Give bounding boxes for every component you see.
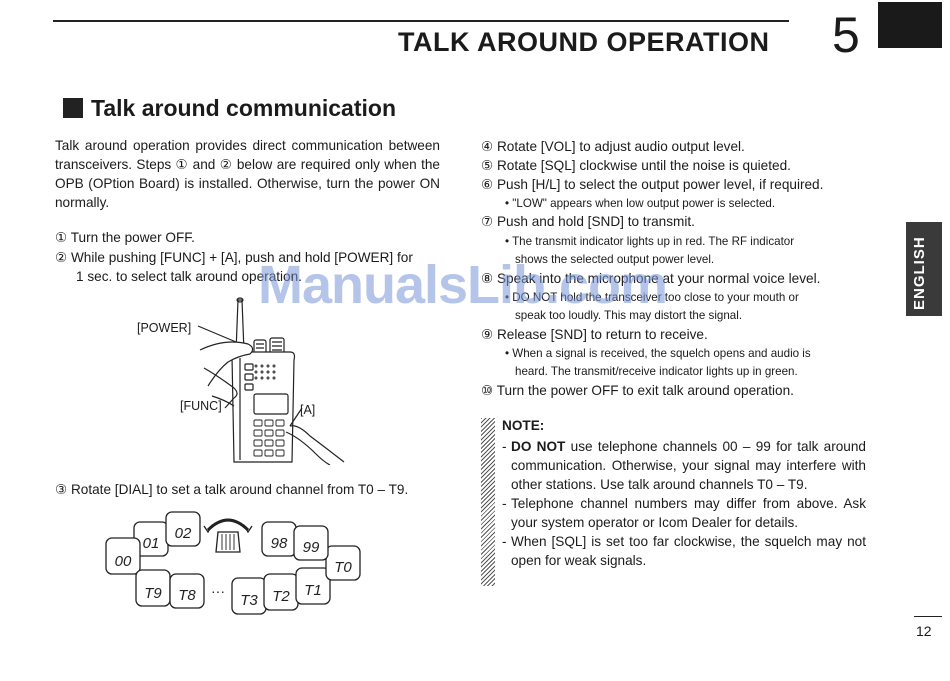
step-text: Release [SND] to return to receive. — [496, 327, 708, 342]
step-text: Push [H/L] to select the output power le… — [496, 177, 824, 192]
channel-box: 00 — [105, 537, 141, 575]
step-text: While pushing [FUNC] + [A], push and hol… — [70, 250, 413, 265]
step-2: ② While pushing [FUNC] + [A], push and h… — [55, 250, 413, 266]
channel-box: T9 — [135, 569, 171, 607]
channel-diagram: 01 02 00 T9 T8 T3 T2 T1 T0 98 99 ··· — [105, 511, 361, 615]
a-label: [A] — [300, 403, 316, 417]
channel-text: T9 — [144, 585, 162, 602]
note-item: - When [SQL] is set too far clockwise, t… — [502, 534, 866, 568]
step-1: ① Turn the power OFF. — [55, 230, 195, 246]
step-number: ③ — [55, 482, 68, 497]
note-item: - Telephone channel numbers may differ f… — [502, 496, 866, 530]
note-hatch-bar — [481, 418, 495, 586]
note-title: NOTE: — [502, 418, 545, 433]
channel-box: 98 — [261, 521, 297, 557]
section-title: Talk around communication — [63, 95, 396, 122]
step-number: ① — [55, 230, 68, 245]
step-number: ⑩ — [481, 383, 494, 398]
step-8-note: • DO NOT hold the transceiver too close … — [505, 291, 799, 304]
step-9: ⑨ Release [SND] to return to receive. — [481, 327, 708, 343]
chapter-tab — [878, 2, 942, 48]
channel-box: T8 — [169, 573, 205, 609]
step-text: Rotate [SQL] clockwise until the noise i… — [496, 158, 791, 173]
channel-ellipsis: ··· — [211, 583, 225, 599]
channel-box: 99 — [293, 525, 329, 561]
step-number: ⑥ — [481, 177, 494, 192]
step-text: Push and hold [SND] to transmit. — [496, 214, 695, 229]
step-7-note: • The transmit indicator lights up in re… — [505, 235, 795, 248]
note-text: use telephone channels 00 – 99 for talk … — [511, 439, 866, 492]
note-item: - DO NOT use telephone channels 00 – 99 … — [502, 439, 866, 492]
language-tab-label: ENGLISH — [911, 236, 928, 310]
step-8: ⑧ Speak into the microphone at your norm… — [481, 271, 820, 287]
language-tab: ENGLISH — [906, 222, 942, 316]
channel-text: T1 — [304, 582, 322, 599]
step-text: Rotate [VOL] to adjust audio output leve… — [496, 139, 745, 154]
step-7: ⑦ Push and hold [SND] to transmit. — [481, 214, 695, 230]
step-number: ⑦ — [481, 214, 494, 229]
page-number: 12 — [916, 623, 932, 639]
footer-rule — [914, 616, 942, 617]
step-6: ⑥ Push [H/L] to select the output power … — [481, 177, 823, 193]
channel-text: T2 — [272, 588, 290, 605]
channel-box: T2 — [263, 573, 299, 611]
note-text: Telephone channel numbers may differ fro… — [511, 496, 866, 530]
transceiver-illustration — [197, 297, 345, 465]
chapter-number: 5 — [832, 7, 860, 63]
step-2-continuation: 1 sec. to select talk around operation. — [76, 269, 302, 284]
step-number: ④ — [481, 139, 494, 154]
note-text: When [SQL] is set too far clockwise, the… — [511, 534, 866, 568]
channel-text: T3 — [240, 592, 258, 609]
step-number: ② — [55, 250, 68, 265]
channel-text: 02 — [175, 525, 192, 542]
step-9-note-cont: heard. The transmit/receive indicator li… — [515, 365, 798, 378]
step-9-note: • When a signal is received, the squelch… — [505, 347, 811, 360]
note-emphasis: DO NOT — [511, 439, 566, 454]
header-rule — [53, 20, 789, 22]
section-square-icon — [63, 98, 83, 118]
channel-text: 98 — [271, 535, 288, 552]
step-5: ⑤ Rotate [SQL] clockwise until the noise… — [481, 158, 791, 174]
step-4: ④ Rotate [VOL] to adjust audio output le… — [481, 139, 745, 155]
channel-text: T0 — [334, 559, 352, 576]
step-text: Speak into the microphone at your normal… — [496, 271, 821, 286]
page-title: TALK AROUND OPERATION — [398, 27, 770, 57]
step-8-note-cont: speak too loudly. This may distort the s… — [515, 309, 743, 322]
channel-text: 99 — [303, 539, 320, 556]
step-text: Turn the power OFF to exit talk around o… — [496, 383, 794, 398]
channel-box: 02 — [165, 511, 201, 547]
channel-text: 00 — [115, 553, 132, 570]
step-text: Turn the power OFF. — [70, 230, 195, 245]
section-title-text: Talk around communication — [91, 95, 396, 121]
step-3: ③ Rotate [DIAL] to set a talk around cha… — [55, 482, 408, 498]
watermark: ManualsLib.com — [258, 255, 668, 315]
channel-box: T3 — [231, 577, 267, 615]
func-label: [FUNC] — [180, 399, 222, 413]
intro-paragraph: Talk around operation provides direct co… — [55, 138, 440, 210]
step-number: ⑤ — [481, 158, 494, 173]
step-7-note-cont: shows the selected output power level. — [515, 253, 715, 266]
step-6-note: • "LOW" appears when low output power is… — [505, 197, 776, 210]
step-number: ⑨ — [481, 327, 494, 342]
step-10: ⑩ Turn the power OFF to exit talk around… — [481, 383, 794, 399]
channel-text: 01 — [143, 535, 160, 552]
channel-box: T1 — [295, 567, 331, 605]
note-body: - DO NOT use telephone channels 00 – 99 … — [502, 437, 866, 570]
channel-text: T8 — [178, 587, 196, 604]
power-label: [POWER] — [137, 321, 192, 335]
channel-box: T0 — [325, 545, 361, 581]
dial-knob-icon — [203, 518, 253, 553]
step-text: Rotate [DIAL] to set a talk around chann… — [70, 482, 409, 497]
step-number: ⑧ — [481, 271, 494, 286]
